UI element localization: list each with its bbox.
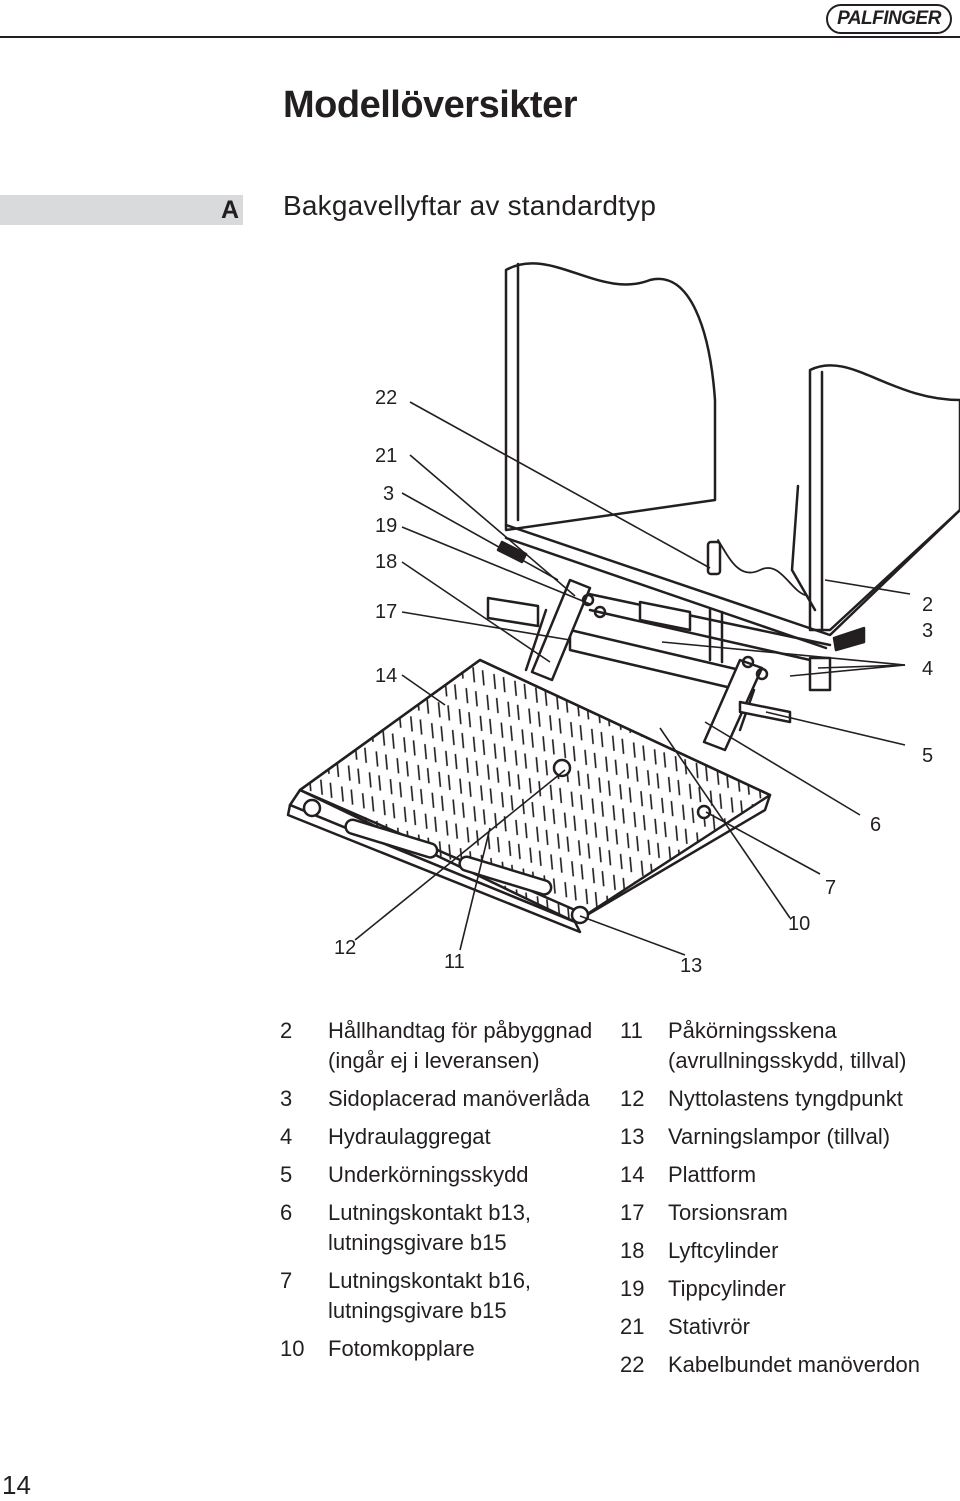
callout-5: 5 [922,745,933,767]
truck-body-side [808,364,960,632]
header-rule [0,36,960,38]
legend-text: Torsionsram [668,1200,788,1225]
legend-number: 11 [620,1018,643,1043]
callout-4: 4 [922,658,933,680]
callout-18: 18 [375,551,397,573]
tail-lift-illustration: 22 21 3 19 18 17 14 2 3 4 5 6 7 10 13 11… [286,262,960,977]
legend-item: 11 Påkörningsskena (avrullningsskydd, til… [620,1016,960,1076]
tilt-sensor [696,804,712,820]
warning-lamp [302,798,322,818]
legend-item: 12 Nyttolastens tyngdpunkt [620,1084,960,1114]
callout-13: 13 [680,955,702,977]
legend-number: 7 [280,1268,293,1293]
pendant-cable [717,539,806,596]
palfinger-logo: PALFINGER [826,4,952,34]
callout-12: 12 [334,937,356,959]
legend-number: 2 [280,1018,293,1043]
callout-6: 6 [870,814,881,836]
legend-text: Underkörningsskydd [328,1162,529,1187]
truck-body-wall [504,262,717,532]
legend-number: 4 [280,1124,293,1149]
legend-left: 2 Hållhandtag för påbyggnad (ingår ej i l… [280,1016,600,1372]
callout-21: 21 [375,445,397,467]
legend-right: 11 Påkörningsskena (avrullningsskydd, til… [620,1016,960,1388]
legend-text: Påkörningsskena (avrullningsskydd, tillv… [668,1018,907,1073]
legend-item: 21 Stativrör [620,1312,960,1342]
legend-text: Varningslampor (tillval) [668,1124,891,1149]
callout-11: 11 [444,951,465,973]
callout-17: 17 [375,601,397,623]
legend-text: Tippcylinder [668,1276,786,1301]
legend-number: 5 [280,1162,293,1187]
platform-slot-left [344,818,439,859]
callout-14: 14 [375,665,397,687]
callout-2: 2 [922,594,933,616]
legend-text: Lutningskontakt b16, lutningsgivare b15 [328,1268,532,1323]
foot-switch [552,758,572,778]
legend-text: Sidoplacerad manöverlåda [328,1086,590,1111]
platform-slot-right [458,855,553,896]
legend-item: 5 Underkörningsskydd [280,1160,600,1190]
legend-item: 17 Torsionsram [620,1198,960,1228]
legend-number: 17 [620,1200,645,1225]
pendant-control [706,540,722,576]
legend-item: 14 Plattform [620,1160,960,1190]
callout-22: 22 [375,387,397,409]
legend-item: 13 Varningslampor (tillval) [620,1122,960,1152]
legend-number: 19 [620,1276,645,1301]
legend-item: 2 Hållhandtag för påbyggnad (ingår ej i l… [280,1016,600,1076]
legend-number: 18 [620,1238,645,1263]
legend-number: 13 [620,1124,645,1149]
legend-text: Hållhandtag för påbyggnad (ingår ej i le… [328,1018,593,1073]
callout-10: 10 [788,913,810,935]
lift-arm-right [702,658,764,752]
legend-item: 22 Kabelbundet manöverdon [620,1350,960,1380]
warning-lamp [570,905,590,925]
legend-text: Hydraulaggregat [328,1124,491,1149]
legend-number: 12 [620,1086,645,1111]
legend-item: 7 Lutningskontakt b16, lutningsgivare b15 [280,1266,600,1326]
legend-item: 10 Fotomkopplare [280,1334,600,1364]
legend-item: 6 Lutningskontakt b13, lutningsgivare b15 [280,1198,600,1258]
page-title: Modellöversikter [283,84,578,126]
brand-name: PALFINGER [837,8,941,29]
callout-19: 19 [375,515,397,537]
legend-number: 21 [620,1314,645,1339]
legend-item: 18 Lyftcylinder [620,1236,960,1266]
legend-number: 6 [280,1200,293,1225]
section-letter: A [220,196,239,224]
legend-text: Lutningskontakt b13, lutningsgivare b15 [328,1200,532,1255]
legend-number: 3 [280,1086,293,1111]
underrun-bar [738,700,792,724]
legend-item: 3 Sidoplacerad manöverlåda [280,1084,600,1114]
callout-7: 7 [825,877,836,899]
callout-3-top: 3 [383,483,394,505]
legend-number: 14 [620,1162,645,1187]
legend-number: 10 [280,1336,305,1361]
legend-item: 4 Hydraulaggregat [280,1122,600,1152]
legend-text: Plattform [668,1162,757,1187]
section-marker: A [0,195,243,225]
legend-text: Nyttolastens tyngdpunkt [668,1086,903,1111]
legend-item: 19 Tippcylinder [620,1274,960,1304]
legend-text: Fotomkopplare [328,1336,475,1361]
legend-number: 22 [620,1352,645,1377]
legend-text: Kabelbundet manöverdon [668,1352,920,1377]
page-number: 14 [2,1470,31,1500]
lift-arm-left [530,578,592,682]
grab-handle [790,484,817,612]
legend-text: Stativrör [668,1314,750,1339]
callout-3: 3 [922,620,933,642]
legend-text: Lyftcylinder [668,1238,779,1263]
section-title: Bakgavellyftar av standardtyp [283,190,657,221]
